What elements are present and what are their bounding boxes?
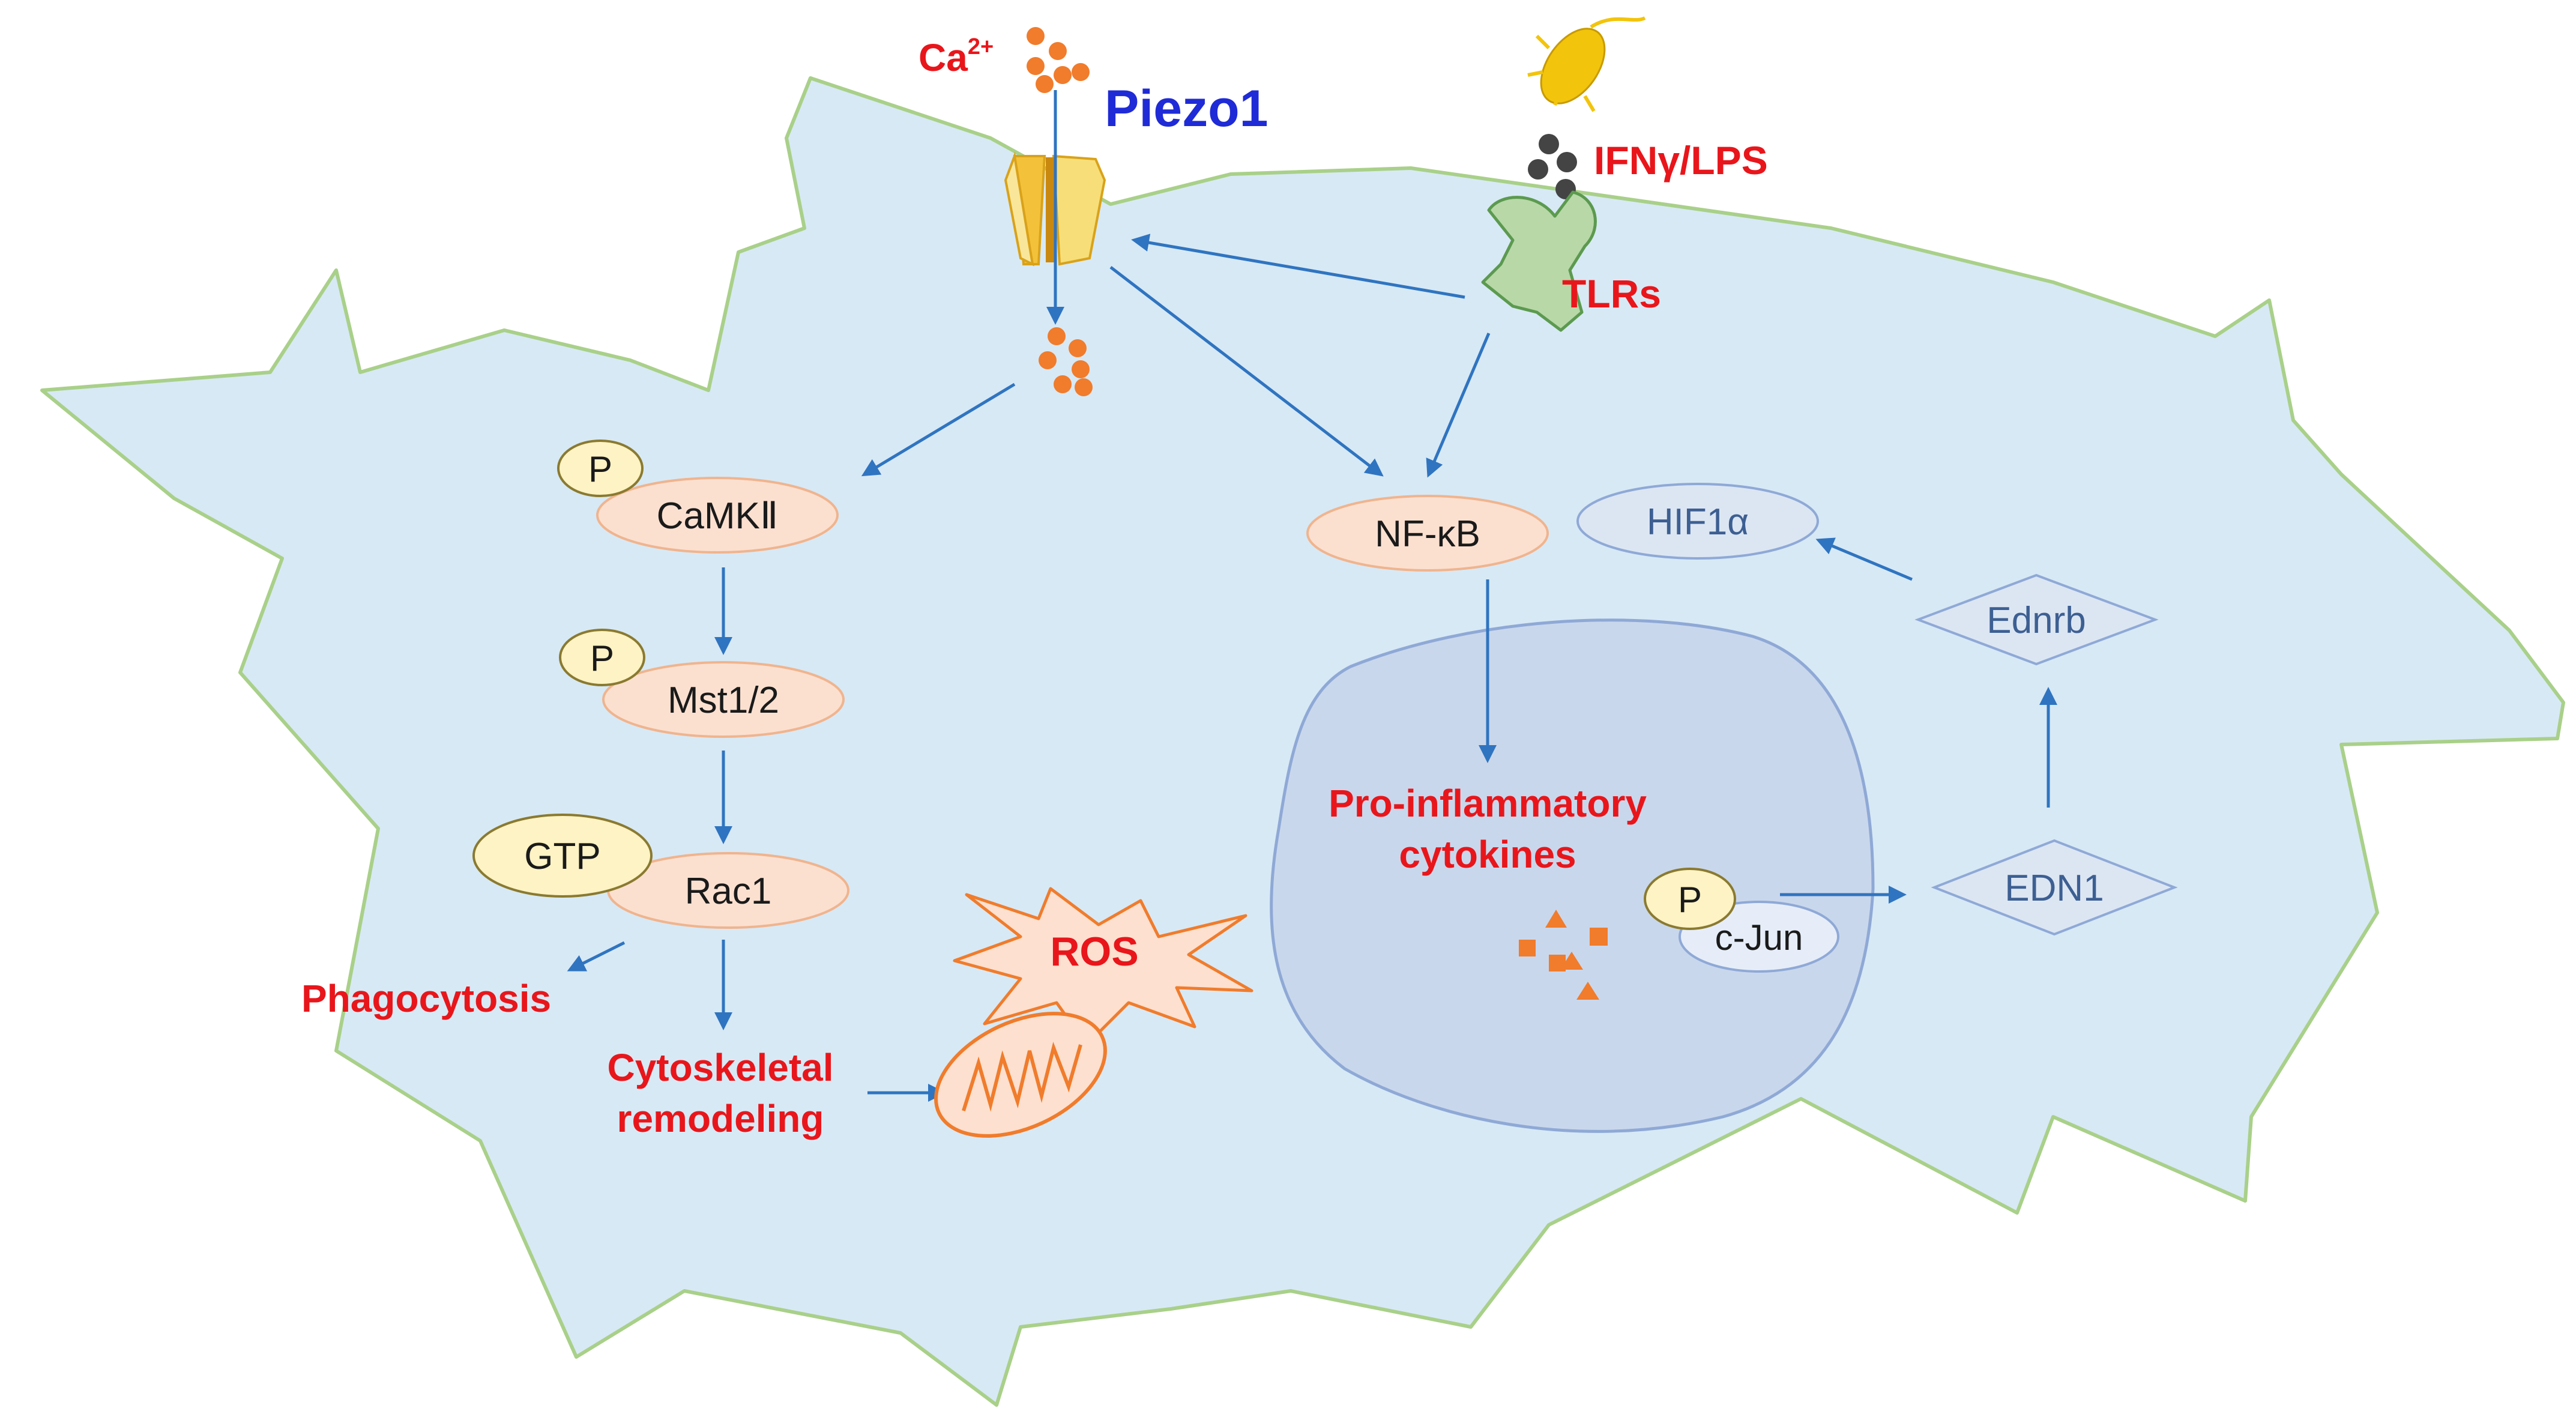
proinflammatory-label: Pro-inflammatory bbox=[1329, 782, 1647, 825]
phagocytosis-label: Phagocytosis bbox=[301, 977, 551, 1020]
ros-label: ROS bbox=[1050, 929, 1138, 974]
phospho-mst12 bbox=[559, 629, 645, 686]
phospho-camkii bbox=[557, 440, 644, 497]
ednrb-node bbox=[1914, 573, 2159, 666]
calcium-ions-extracellular bbox=[1027, 27, 1090, 93]
gtp-text: GTP bbox=[524, 836, 600, 877]
calcium-ions-intracellular bbox=[1039, 327, 1093, 396]
rac1-text: Rac1 bbox=[685, 871, 772, 912]
tlr-receptor-icon bbox=[1481, 190, 1597, 332]
cytokines-label: cytokines bbox=[1399, 833, 1576, 876]
nfkb-node bbox=[1306, 495, 1549, 572]
phospho-cjun-text: P bbox=[1678, 880, 1702, 920]
cjun-text: c-Jun bbox=[1715, 917, 1803, 958]
bacterium-icon bbox=[1527, 16, 1646, 112]
ednrb-text: Ednrb bbox=[1986, 600, 2086, 641]
piezo1-channel-icon bbox=[1004, 151, 1106, 267]
phospho-camkii-text: P bbox=[588, 449, 612, 489]
camkii-text: CaMKⅡ bbox=[657, 495, 779, 537]
ifn-lps-label: IFNγ/LPS bbox=[1594, 138, 1768, 183]
nfkb-text: NF-κB bbox=[1375, 513, 1480, 555]
tlrs-label: TLRs bbox=[1562, 271, 1661, 316]
pathway-arrows bbox=[567, 90, 2057, 1102]
calcium-label: Ca2+ bbox=[918, 34, 994, 79]
cytoskeletal-label: Cytoskeletal bbox=[607, 1046, 833, 1089]
ros-burst-icon: ROS bbox=[953, 887, 1253, 1047]
gtp-node bbox=[472, 814, 653, 898]
piezo1-label: Piezo1 bbox=[1105, 80, 1268, 137]
edn1-text: EDN1 bbox=[2004, 868, 2104, 909]
mitochondrion-icon bbox=[934, 1012, 1107, 1138]
cytokine-icons bbox=[1519, 910, 1608, 1000]
ifn-lps-ligand-icon bbox=[1528, 134, 1577, 199]
phospho-cjun bbox=[1644, 868, 1736, 930]
nucleus bbox=[1270, 618, 1875, 1133]
hif1a-text: HIF1α bbox=[1647, 501, 1749, 543]
mst12-node bbox=[602, 661, 845, 738]
edn1-node bbox=[1931, 839, 2178, 936]
camkii-node bbox=[596, 477, 839, 554]
mst12-text: Mst1/2 bbox=[668, 680, 779, 721]
remodeling-label: remodeling bbox=[617, 1097, 824, 1140]
phospho-mst12-text: P bbox=[590, 638, 614, 678]
hif1a-node bbox=[1576, 483, 1819, 560]
